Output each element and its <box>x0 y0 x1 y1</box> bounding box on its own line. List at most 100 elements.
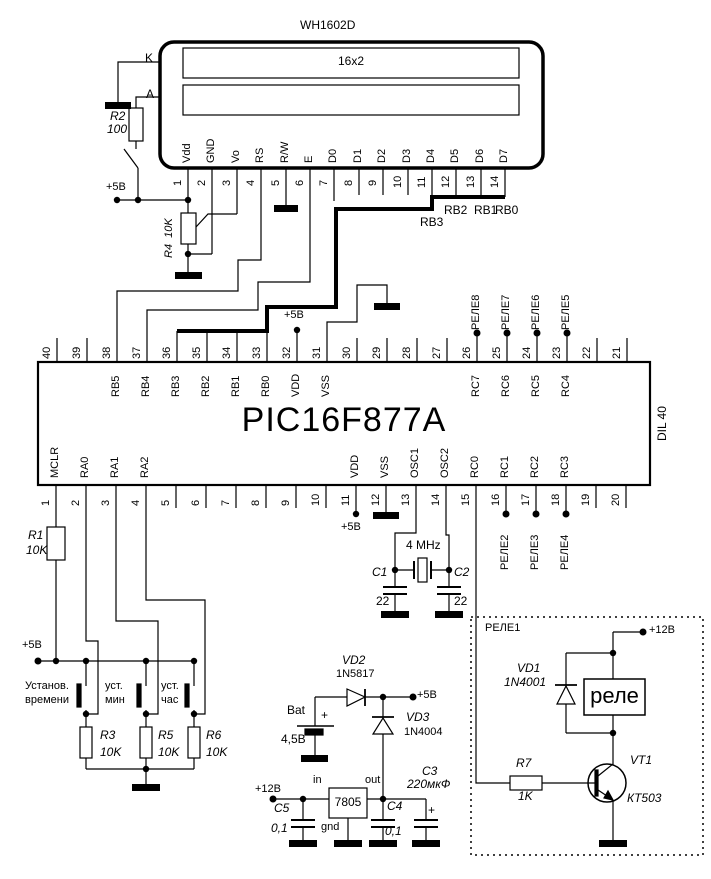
mcu-pin-number: 34 <box>221 346 233 359</box>
mcu-pin-number: 1 <box>40 499 52 506</box>
mcu-pin-number: 9 <box>280 499 292 506</box>
mcu-pin-name: VDD <box>349 454 361 478</box>
relay-net-label: РЕЛЕ2 <box>499 534 511 570</box>
vd1-part: 1N4001 <box>504 675 547 689</box>
junction-dots <box>34 196 647 803</box>
mcu-pin-name: RA1 <box>109 456 121 478</box>
mcu-pin-number: 39 <box>71 346 83 359</box>
mcu-pin-name: RC7 <box>470 374 482 397</box>
mcu-pin-name: RC5 <box>530 374 542 397</box>
resistor-r6 <box>187 726 201 759</box>
mclr-pullup-circuit <box>46 485 66 661</box>
c3-plus-sign: + <box>428 803 436 817</box>
mcu-pin-name: VDD <box>290 373 302 397</box>
vd3-ref: VD3 <box>406 710 430 724</box>
lcd-pin-name: E <box>303 155 315 163</box>
mcu-pin-name: RA0 <box>79 456 91 478</box>
mcu-pin-name: RC6 <box>500 374 512 397</box>
mcu-pin-number: 4 <box>130 499 142 506</box>
mcu-pin-number: 17 <box>520 493 532 506</box>
reg-in-label: in <box>313 774 322 786</box>
relay-net-label: РЕЛЕ7 <box>500 294 512 330</box>
lcd-pin-name: D2 <box>376 148 388 163</box>
mcu-pin-name: RC0 <box>469 455 481 478</box>
lcd-pin-name: GND <box>205 138 217 163</box>
mcu-pin-number: 7 <box>220 499 232 506</box>
mcu-pin-name: VSS <box>379 455 391 478</box>
mcu-pin-number: 12 <box>370 493 382 506</box>
r7-value: 1K <box>518 789 533 803</box>
mcu-top-pin-stubs <box>56 284 628 362</box>
lcd-pin-name: D6 <box>474 148 486 163</box>
lcd-pin-name: RS <box>254 147 266 163</box>
relay-net-label: РЕЛЕ6 <box>530 294 542 330</box>
capacitors-c1-c2 <box>383 586 461 595</box>
backlight-anode-label: A <box>146 87 155 101</box>
lcd-pin-number: 2 <box>196 179 208 186</box>
mcu-pin-name: OSC1 <box>409 448 421 478</box>
mcu-pin-name: RB4 <box>140 375 152 397</box>
battery-plus-sign: + <box>321 708 329 722</box>
mcu-pin-number: 13 <box>400 493 412 506</box>
c3-ref: C3 <box>422 764 438 778</box>
lcd-pin-name: D4 <box>425 148 437 163</box>
lcd-pin-number: 1 <box>172 179 184 186</box>
button-label: Установ. <box>25 680 69 692</box>
mcu-pin-number: 18 <box>550 493 562 506</box>
lcd-screen-line1 <box>182 47 520 79</box>
lcd-screen-line2 <box>182 84 520 116</box>
r2-ref: R2 <box>110 109 126 123</box>
vcc-label-vd2: +5В <box>417 689 437 701</box>
vcc-label-top: +5В <box>106 181 126 193</box>
lcd-data-bus <box>176 195 505 362</box>
battery-label: Bat <box>287 703 306 717</box>
v12-label-relay: +12В <box>649 624 675 636</box>
mcu-chip <box>36 360 652 487</box>
r3-ref: R3 <box>100 728 116 742</box>
lcd-pin-number: 4 <box>245 179 257 186</box>
mcu-pin-name: RC3 <box>559 455 571 478</box>
mcu-pin-number: 30 <box>341 346 353 359</box>
lcd-pin-name: D1 <box>352 148 364 163</box>
mcu-pin-name: RB0 <box>260 375 272 397</box>
resistor-r1 <box>46 526 66 561</box>
lcd-screen-text: 16x2 <box>337 54 365 68</box>
battery-value: 4,5В <box>281 732 306 746</box>
diode-vd3 <box>371 716 395 735</box>
mcu-pin-name: RB5 <box>110 375 122 397</box>
mcu-pin-number: 16 <box>490 493 502 506</box>
r3-value: 10K <box>100 745 122 759</box>
c2-ref: C2 <box>454 565 470 579</box>
button-set-time-icon <box>76 683 82 708</box>
button-set-hour-icon <box>184 683 190 708</box>
lcd-pin-number: 7 <box>318 179 330 186</box>
buttons-circuit <box>38 485 206 784</box>
resistor-r2 <box>128 107 144 142</box>
mcu-pin-number: 31 <box>311 346 323 359</box>
mcu-pin-number: 10 <box>310 493 322 506</box>
r2-value: 100 <box>107 122 128 136</box>
mcu-pin-number: 22 <box>581 346 593 359</box>
vd2-part: 1N5817 <box>336 668 375 680</box>
lcd-pin-number: 3 <box>221 179 233 186</box>
vcc-label-pin11: +5В <box>341 521 361 533</box>
mcu-pin-name: RC1 <box>499 455 511 478</box>
relay-net-label: РЕЛЕ4 <box>559 534 571 570</box>
lcd-pin-name: D5 <box>449 148 461 163</box>
lcd-pin-number: 5 <box>270 179 282 186</box>
reg-gnd-label: gnd <box>321 821 340 833</box>
transistor-vt1 <box>587 763 627 803</box>
mcu-bottom-pin-stubs <box>175 485 627 514</box>
diode-vd2 <box>346 688 367 707</box>
r1-value: 10K <box>26 543 48 557</box>
c5-ref: C5 <box>274 801 290 815</box>
mcu-pin-number: 20 <box>610 493 622 506</box>
vd1-ref: VD1 <box>517 661 541 675</box>
relay-net-label: РЕЛЕ8 <box>470 294 482 330</box>
c2-value: 22 <box>454 594 468 608</box>
mcu-pin-number: 11 <box>340 494 352 506</box>
bus-net-label: RB2 <box>444 203 468 217</box>
r6-value: 10K <box>206 745 228 759</box>
vt1-part: КТ503 <box>627 791 662 805</box>
